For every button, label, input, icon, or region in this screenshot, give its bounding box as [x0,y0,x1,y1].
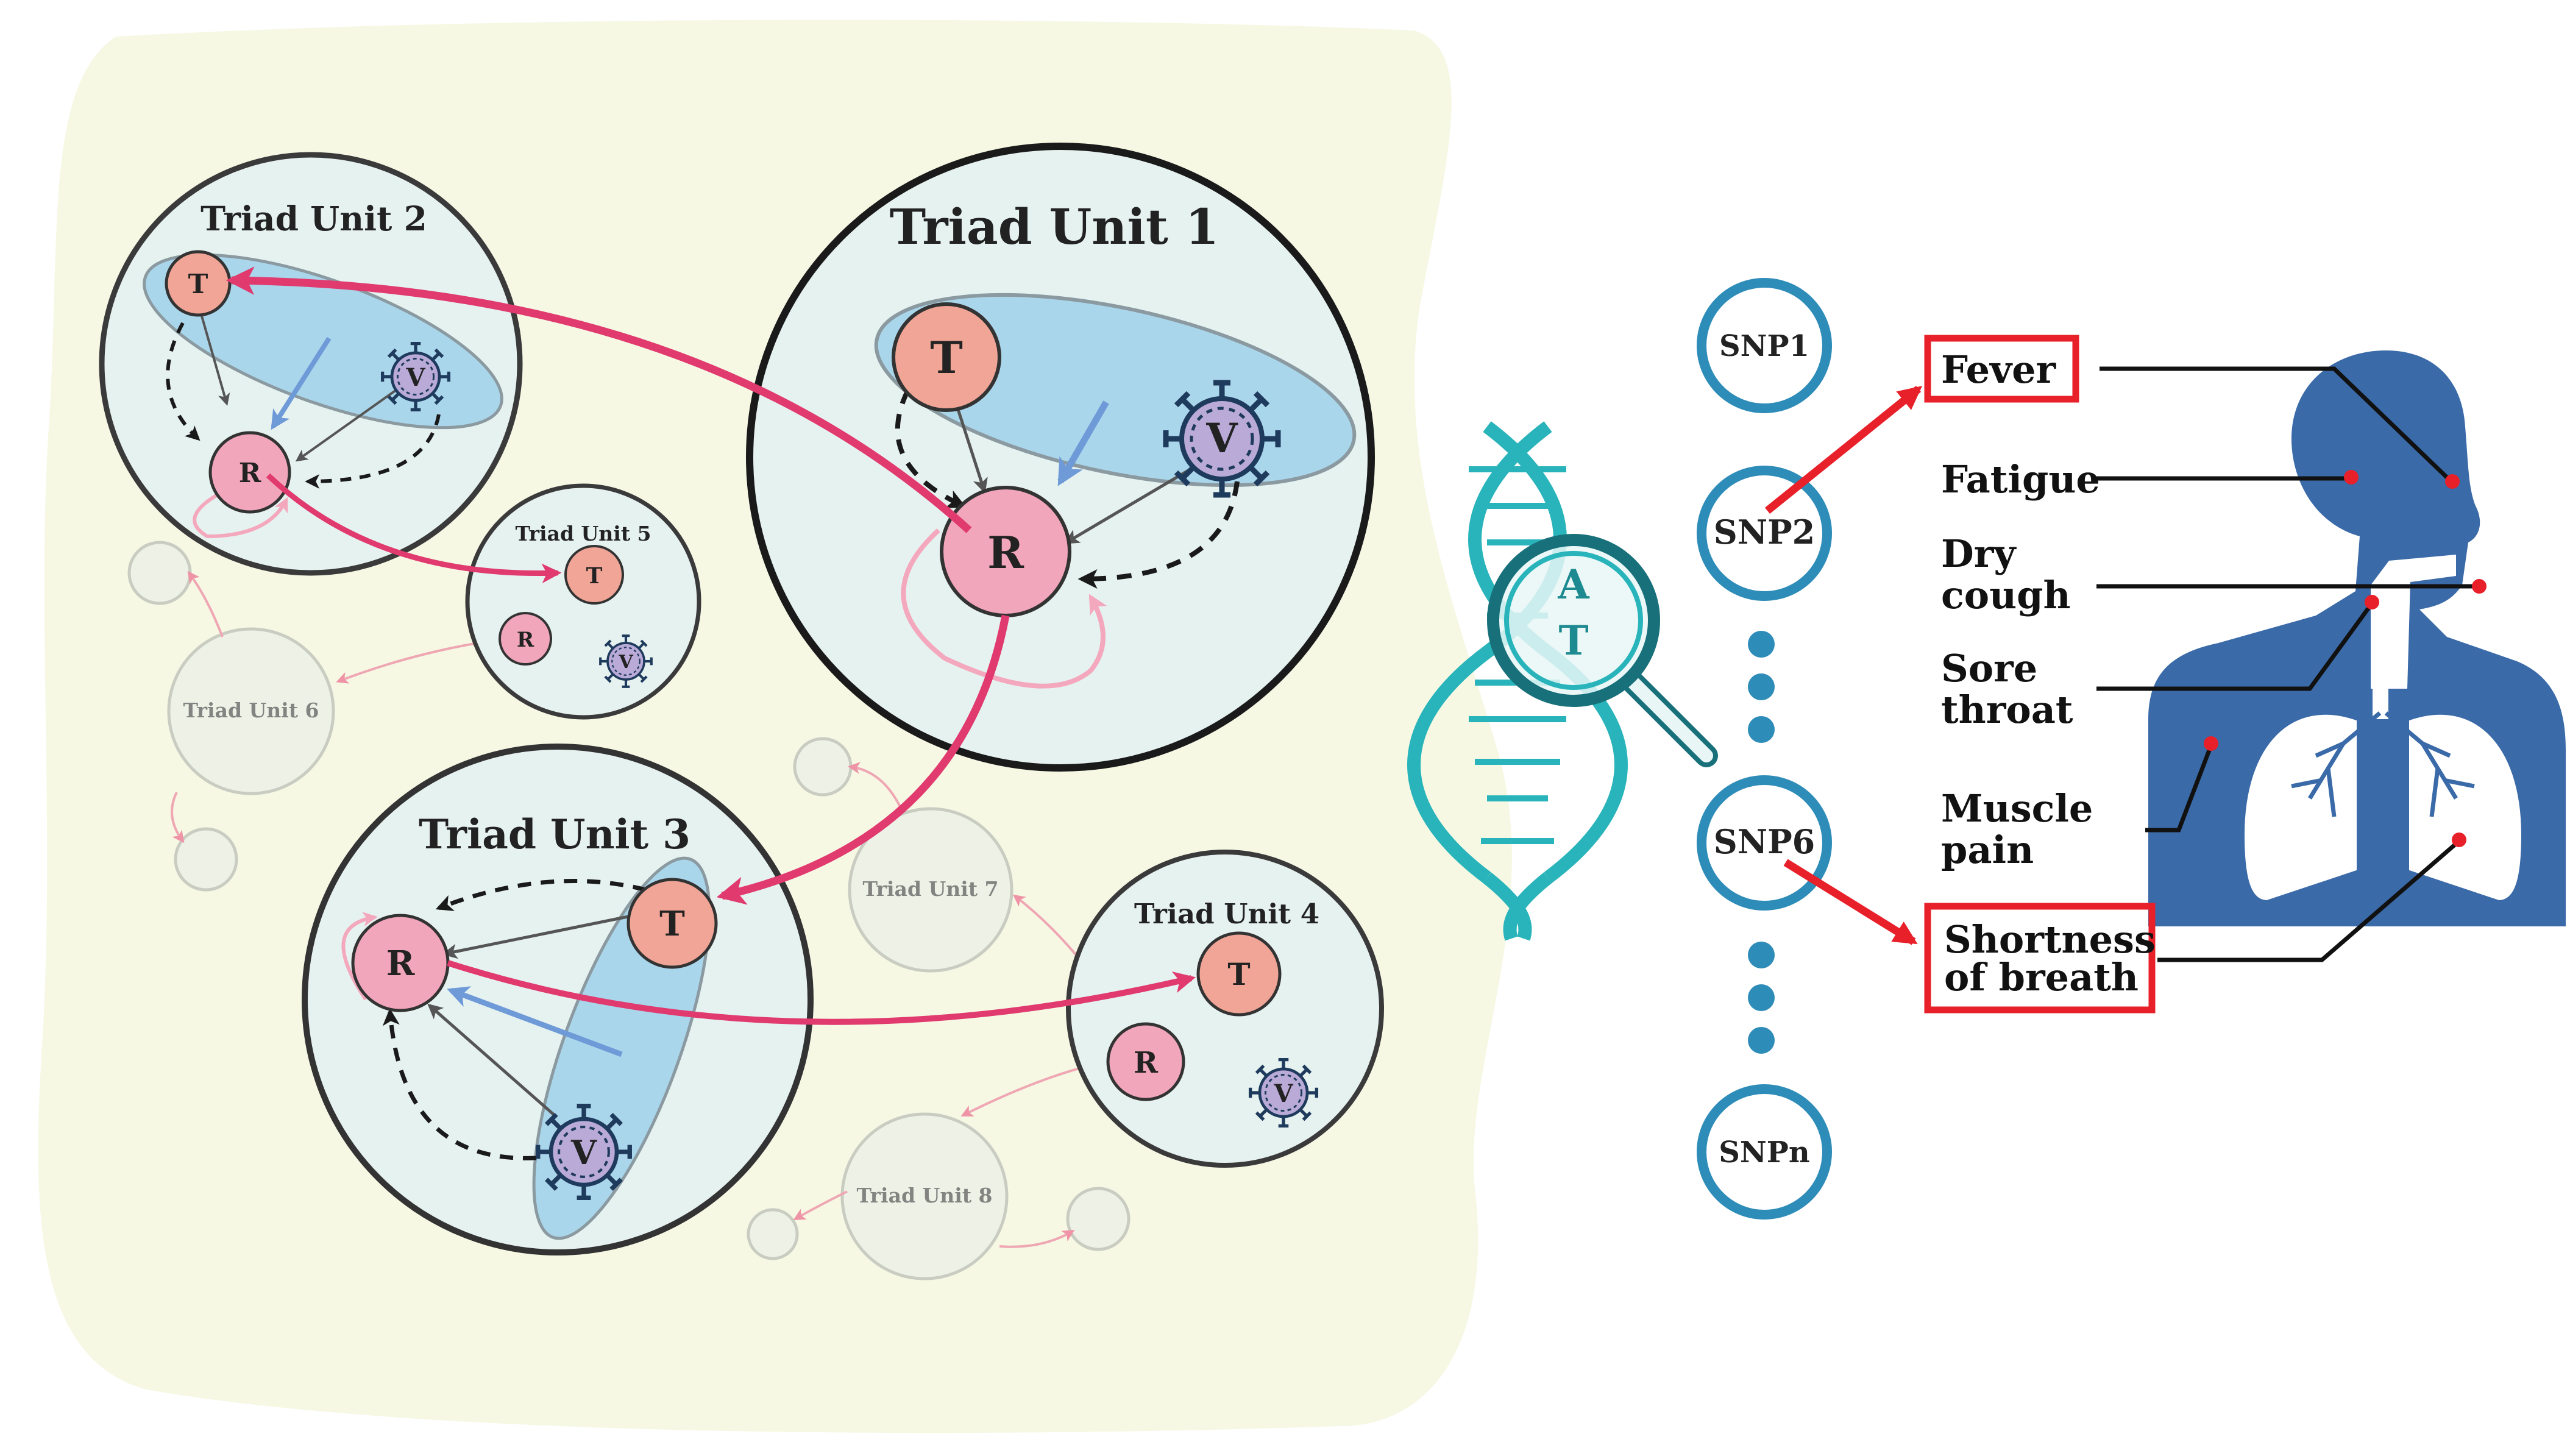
u3-r-node: R [351,914,450,1012]
u1-t-node: T [892,302,1001,412]
arrow-u1r-to-u2t [225,266,972,533]
arrow-u2r-to-u5t [266,473,562,584]
svg-text:SNPn: SNPn [1719,1135,1810,1170]
triad-unit-4-title: Triad Unit 4 [1134,898,1319,930]
faded-units: Triad Unit 6 Triad Unit 7 Triad Unit 8 [127,541,1135,1280]
u5-virus: V [600,636,651,687]
svg-text:R: R [517,628,534,652]
arrow-u3r-to-u4t [447,960,1196,1025]
base-a: A [1557,561,1589,608]
svg-text:V: V [570,1133,597,1172]
u3-t-node: T [627,878,718,969]
svg-text:V: V [1205,414,1238,462]
snpn: SNPn [1697,1084,1832,1220]
magnifier-icon: A T [1487,534,1718,767]
svg-text:V: V [1273,1079,1293,1108]
u4-t-node: T [1196,931,1282,1017]
symptom-shortness-line2: of breath [1944,955,2139,1000]
svg-text:R: R [987,527,1024,578]
triad-unit-7-title: Triad Unit 7 [862,877,998,901]
arrow-u6-to-b [171,792,185,843]
symptoms: Fever Fatigue Dry cough Sore throat Musc… [1924,335,2487,1014]
u1-r-node: R [940,486,1071,617]
symptom-dry-cough-line1: Dry [1941,531,2017,576]
u4-r-node: R [1106,1022,1185,1101]
svg-text:T: T [188,269,208,300]
svg-text:SNP2: SNP2 [1714,513,1816,552]
triad-unit-3: Triad Unit 3 T R V [302,744,814,1255]
transmission-arrows [225,266,1196,1025]
left-lung-icon [2240,711,2360,904]
u5-t-node: T [564,545,624,605]
u1-virus: V [1166,383,1278,495]
svg-text:V: V [618,652,633,673]
triad-unit-1: Triad Unit 1 T R V [746,143,1375,772]
triad-unit-8: Triad Unit 8 [840,1112,1009,1280]
snp6: SNP6 [1697,775,1832,911]
triad-unit-6: Triad Unit 6 [167,627,335,795]
u2-r-node: R [208,431,291,514]
snp-column: SNP1 SNP2 SNP6 SNPn [1697,278,1923,1220]
triad-unit-4: Triad Unit 4 T R V [1066,850,1384,1168]
small-cell-e [1066,1187,1131,1251]
triad-unit-5-title: Triad Unit 5 [515,522,651,545]
symptom-dots [2204,470,2487,847]
svg-text:T: T [1227,956,1250,992]
snp1: SNP1 [1697,278,1832,413]
arrow-snp2-to-fever [1764,385,1923,514]
svg-text:T: T [586,563,603,589]
arrow-u8-to-e [999,1229,1075,1248]
arrow-u8-to-d [793,1190,848,1220]
u5-r-node: R [499,612,552,666]
human-body-icon [2148,350,2566,926]
symptom-dry-cough-line2: cough [1941,573,2071,617]
triad-unit-8-title: Triad Unit 8 [856,1184,992,1207]
symptom-leader-lines [2096,366,2480,962]
snp-dots-2 [1748,942,1775,1054]
u2-t-node: T [165,250,232,317]
triad-unit-7: Triad Unit 7 [848,807,1013,973]
arrow-u1r-to-u3t [716,614,1010,905]
small-cell-d [747,1208,799,1260]
svg-text:T: T [930,332,963,383]
triad-unit-1-title: Triad Unit 1 [890,198,1219,255]
symptom-sore-throat-line2: throat [1941,687,2073,732]
triad-unit-5: Triad Unit 5 T R V [465,483,701,720]
small-cell-c [793,737,853,797]
small-cell-a [127,541,192,605]
base-t: T [1558,617,1588,664]
u4-virus: V [1251,1060,1317,1126]
fever-highlight-box [1924,335,2079,403]
symptom-muscle-pain-line2: pain [1941,828,2034,872]
arrow-u6-to-a [187,570,224,637]
small-cell-b [174,827,238,892]
symptom-muscle-pain-line1: Muscle [1941,786,2093,831]
arrow-u7-to-c [848,762,903,811]
snp2: SNP2 [1697,466,1832,601]
triad-unit-6-title: Triad Unit 6 [183,698,319,722]
symptom-sore-throat-line1: Sore [1941,646,2037,691]
snp-dots-1 [1748,631,1775,743]
u2-virus: V [383,344,449,410]
svg-text:R: R [386,943,415,984]
triad-unit-3-title: Triad Unit 3 [419,811,690,858]
symptom-fatigue: Fatigue [1941,457,2100,502]
u3-virus: V [538,1106,630,1198]
right-lung-icon [2405,711,2526,904]
arrow-snp6-to-shortness [1783,859,1918,945]
svg-text:SNP1: SNP1 [1719,329,1809,363]
svg-text:T: T [659,904,685,944]
svg-text:R: R [239,458,261,489]
svg-text:SNP6: SNP6 [1714,822,1816,861]
symptom-shortness-line1: Shortness [1944,917,2156,962]
shortness-highlight-box [1924,903,2156,1014]
symptom-fever: Fever [1941,347,2057,392]
svg-text:R: R [1134,1046,1159,1080]
triad-unit-2-title: Triad Unit 2 [201,199,427,238]
svg-text:V: V [405,363,425,392]
